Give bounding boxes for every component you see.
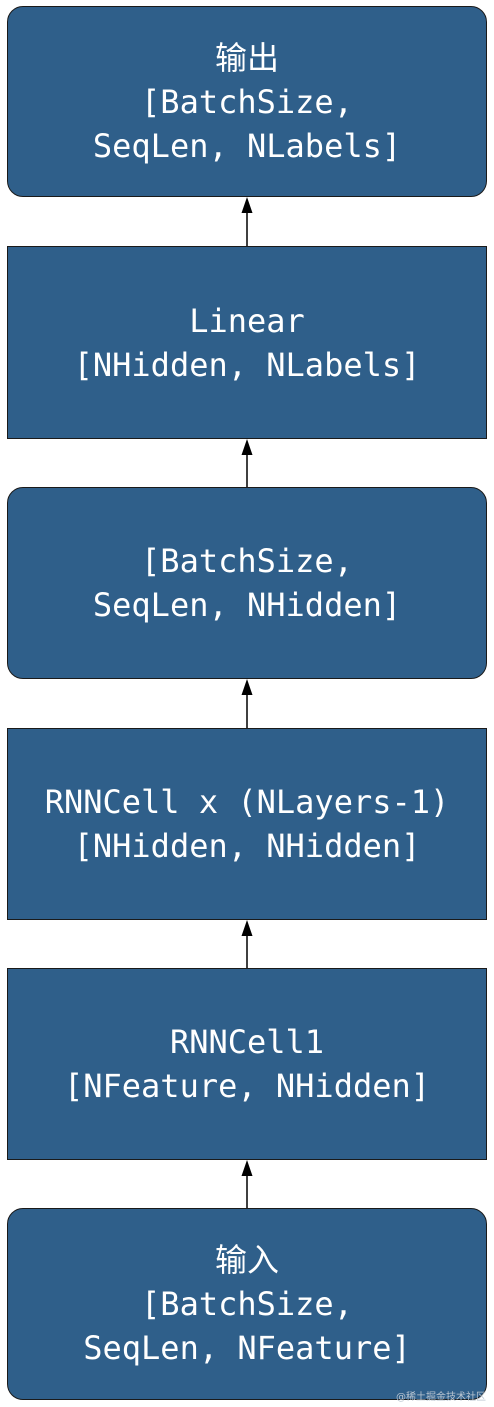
node-input-line-1: 输入 bbox=[214, 1241, 279, 1279]
edge-hidden-state-to-linear bbox=[241, 439, 253, 487]
node-input-line-2: [BatchSize, bbox=[141, 1285, 353, 1323]
node-output-line-3: SeqLen, NLabels] bbox=[92, 126, 402, 165]
node-output-line-2: [BatchSize, bbox=[141, 82, 353, 121]
node-hidden-state-line-2: SeqLen, NHidden] bbox=[92, 586, 402, 624]
node-input-line-3: SeqLen, NFeature] bbox=[83, 1329, 411, 1367]
edge-rnncell1-to-rnncell-x bbox=[241, 920, 253, 968]
node-hidden-state-line-1: [BatchSize, bbox=[141, 542, 353, 580]
node-rnncell-x-line-1: RNNCell x (NLayers-1) bbox=[44, 783, 450, 821]
node-rnncell-x: RNNCell x (NLayers-1) [NHidden, NHidden] bbox=[7, 728, 487, 920]
node-rnncell1: RNNCell1 [NFeature, NHidden] bbox=[7, 968, 487, 1160]
node-linear-line-2: [NHidden, NLabels] bbox=[73, 345, 421, 384]
node-output: 输出 [BatchSize, SeqLen, NLabels] bbox=[7, 6, 487, 197]
edge-linear-to-output bbox=[241, 197, 253, 246]
node-rnncell1-line-1: RNNCell1 bbox=[169, 1023, 325, 1061]
node-rnncell-x-line-2: [NHidden, NHidden] bbox=[73, 827, 421, 865]
node-input: 输入 [BatchSize, SeqLen, NFeature] bbox=[7, 1208, 487, 1400]
node-output-line-1: 输出 bbox=[214, 38, 279, 77]
node-hidden-state: [BatchSize, SeqLen, NHidden] bbox=[7, 487, 487, 679]
node-linear: Linear [NHidden, NLabels] bbox=[7, 246, 487, 439]
node-linear-line-1: Linear bbox=[189, 301, 305, 340]
watermark: @稀土掘金技术社区 bbox=[396, 1392, 486, 1403]
node-rnncell1-line-2: [NFeature, NHidden] bbox=[63, 1067, 431, 1105]
edge-rnncell-x-to-hidden-state bbox=[241, 679, 253, 728]
edge-input-to-rnncell1 bbox=[241, 1160, 253, 1208]
